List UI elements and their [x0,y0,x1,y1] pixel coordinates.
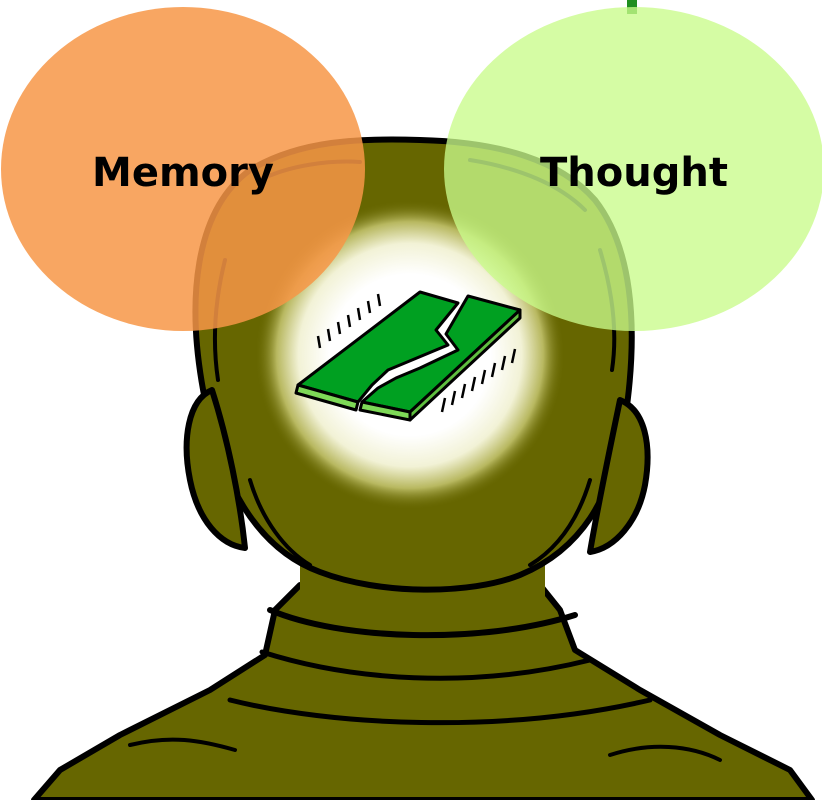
left-ear [183,387,248,551]
shoulders-shape [31,582,815,800]
green-tick-mark [627,0,637,14]
chip-right-side [408,308,522,422]
shoulder-line-left [128,737,237,752]
thought-label: Thought [540,150,728,196]
right-ear [587,397,651,555]
jaw-stroke-right [528,478,592,567]
thought-bubble: Thought [444,7,822,331]
memory-ellipse [1,7,365,331]
collar-line-3 [227,697,653,726]
memory-bubble: Memory [1,7,365,331]
chip-left-edge [294,383,360,412]
collar-line-2 [259,649,593,681]
microchip-icon [294,290,522,422]
shoulder-line-right [608,744,722,762]
memory-label: Memory [92,150,274,196]
jaw-stroke-left [248,478,312,567]
chip-left-half [296,290,460,404]
thought-ellipse [444,7,822,331]
collar-line-1 [267,607,578,639]
